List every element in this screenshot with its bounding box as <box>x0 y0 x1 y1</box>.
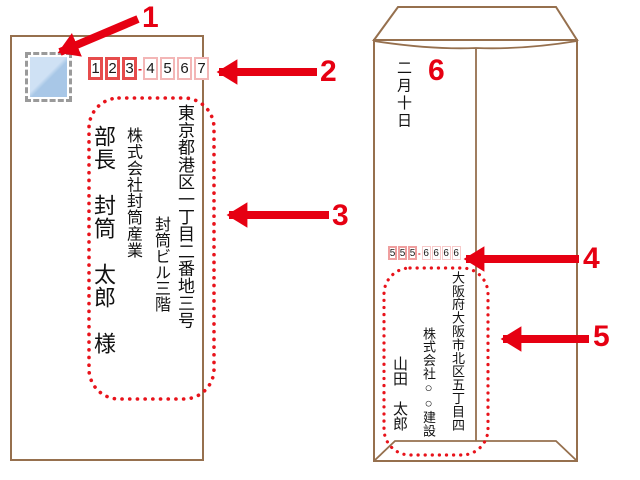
postal-digit-box: 5 <box>408 246 417 260</box>
callout-4: 4 <box>583 242 600 275</box>
recipient-postal-code: 1 2 3 - 4 5 6 7 <box>88 57 209 80</box>
callout-3: 3 <box>332 199 349 232</box>
callout-1: 1 <box>142 1 159 34</box>
postal-digit-box: 5 <box>388 246 397 260</box>
postal-digit-box: 6 <box>431 246 441 260</box>
sender-address: 大阪府大阪市北区五丁目四 <box>450 271 465 432</box>
sender-postal-code: 5 5 5 - 6 6 6 6 <box>388 246 461 260</box>
postal-digit-box: 5 <box>160 57 175 80</box>
postal-digit-box: 3 <box>122 57 137 80</box>
sender-name: 山田 太郎 <box>391 356 408 431</box>
postal-digit-box: 6 <box>421 246 431 260</box>
postal-digit-box: 6 <box>177 57 192 80</box>
recipient-company: 株式会社封筒産業 <box>124 127 141 259</box>
date-written-on-back: 二月十日 <box>395 60 412 130</box>
postal-code-dash: - <box>138 61 142 76</box>
postal-digit-box: 2 <box>105 57 120 80</box>
callout-2: 2 <box>320 55 337 88</box>
callout-5: 5 <box>593 320 610 353</box>
sender-company: 株式会社○○建設 <box>421 327 436 438</box>
postal-code-dash: - <box>418 248 421 258</box>
postal-digit-box: 1 <box>88 57 103 80</box>
stamp-image <box>30 57 67 97</box>
postal-digit-box: 6 <box>441 246 451 260</box>
postal-digit-box: 6 <box>451 246 461 260</box>
recipient-address-line-1: 東京都港区一丁目二番地三号 <box>175 104 194 329</box>
postal-digit-box: 4 <box>143 57 158 80</box>
back-envelope-flap <box>372 6 579 41</box>
stamp <box>25 52 72 102</box>
postal-digit-box: 7 <box>194 57 209 80</box>
callout-6: 6 <box>428 54 445 87</box>
recipient-name: 部長 封筒 太郎 様 <box>91 125 116 355</box>
recipient-address-line-2: 封筒ビル三階 <box>152 216 169 312</box>
back-envelope-bottom-fold <box>374 440 577 461</box>
flap-edge-curve <box>373 40 578 50</box>
postal-digit-box: 5 <box>398 246 407 260</box>
